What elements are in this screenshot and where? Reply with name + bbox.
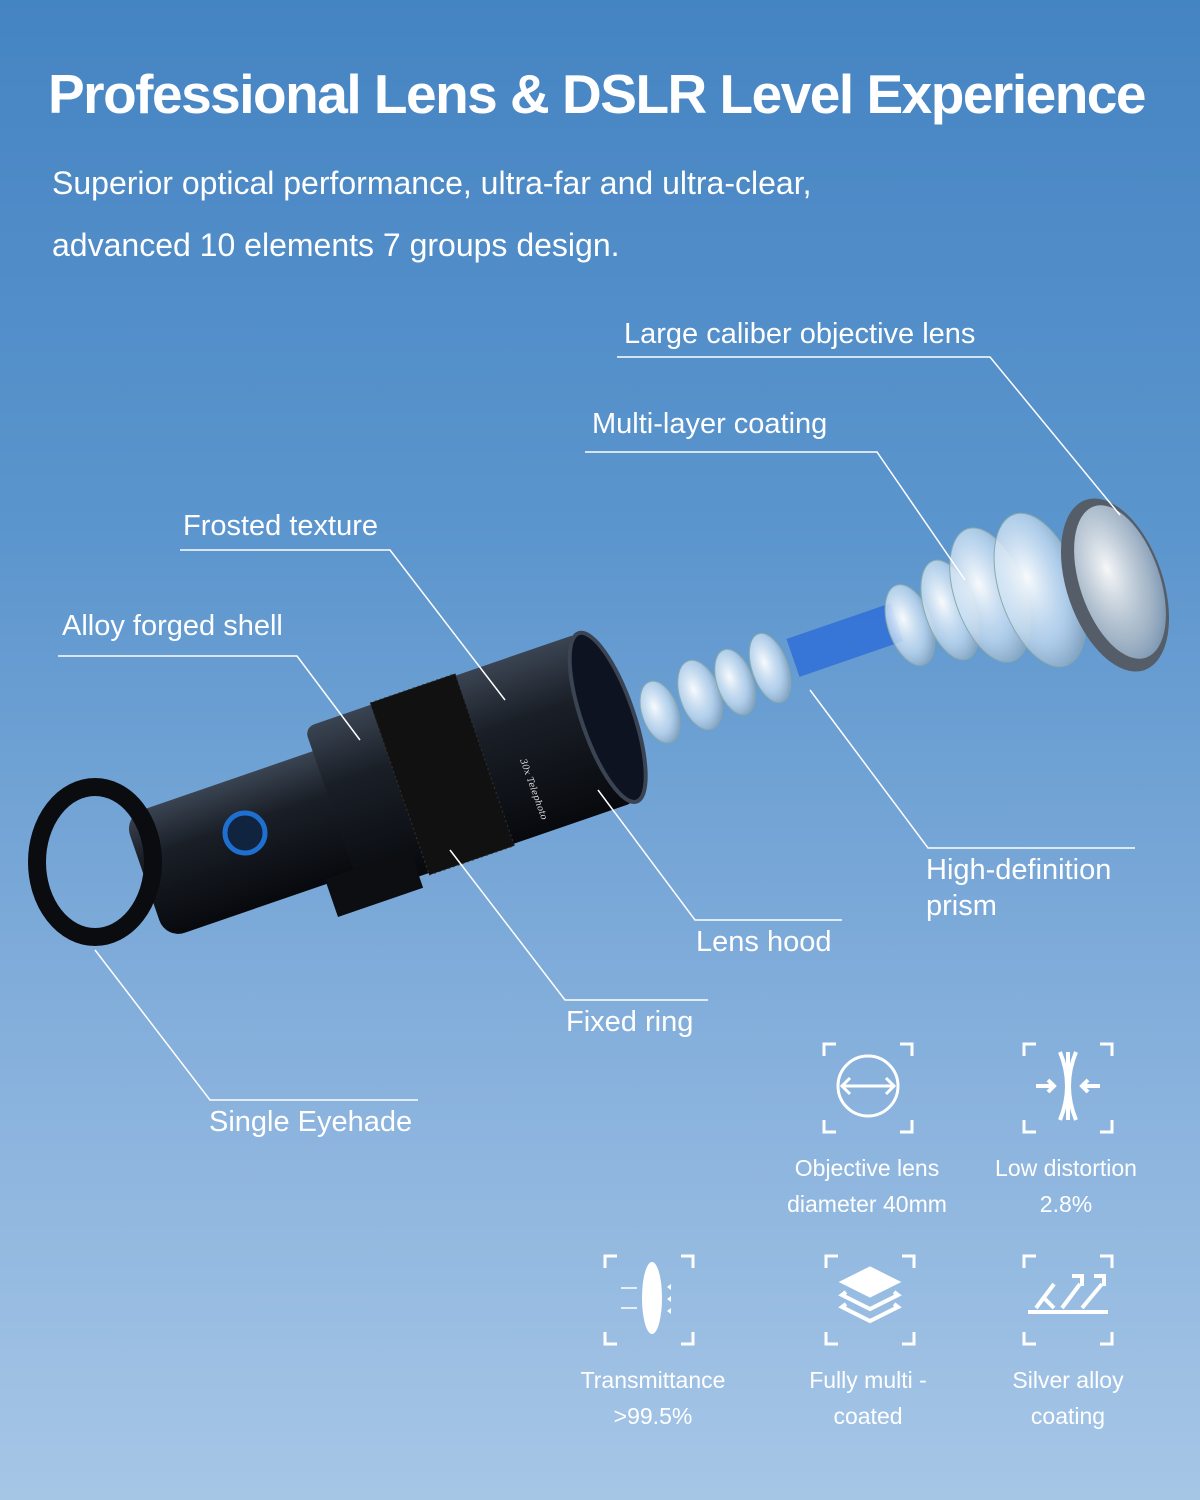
silver-coating-icon [1022,1254,1114,1346]
feature-value: coating [1030,1403,1106,1429]
feature-transmittance: Transmittance >99.5% [553,1362,753,1434]
page-title: Professional Lens & DSLR Level Experienc… [48,63,1146,125]
feature-multi-coated: Fully multi - coated [768,1362,968,1434]
label-alloy: Alloy forged shell [62,610,283,642]
feature-low-distortion: Low distortion 2.8% [966,1150,1166,1222]
feature-label: Transmittance [580,1367,726,1393]
feature-label: Objective lens [794,1155,940,1181]
lens-elements [639,498,1170,744]
feature-value: diameter 40mm [787,1191,947,1217]
label-fixed-ring: Fixed ring [566,1006,694,1038]
low-distortion-icon [1022,1042,1114,1134]
label-large-caliber: Large caliber objective lens [624,318,976,350]
feature-value: coated [833,1403,903,1429]
feature-label: Silver alloy [1012,1367,1124,1393]
label-multi-layer: Multi-layer coating [592,408,828,440]
eyecup [28,778,162,946]
transmittance-icon [603,1254,695,1346]
label-eyehade: Single Eyehade [209,1106,413,1138]
label-frosted: Frosted texture [183,510,379,542]
feature-lens-diameter: Objective lens diameter 40mm [767,1150,967,1222]
feature-value: 2.8% [1039,1191,1093,1217]
lens-diameter-icon [822,1042,914,1134]
prism [786,603,904,677]
subtitle-line-1: Superior optical performance, ultra-far … [52,165,812,201]
label-prism-1: High-definition [926,854,1112,886]
knob [222,810,268,856]
subtitle-line-2: advanced 10 elements 7 groups design. [52,227,620,263]
label-prism-2: prism [926,890,997,922]
feature-label: Fully multi - [809,1367,927,1393]
label-lens-hood: Lens hood [696,926,832,958]
feature-value: >99.5% [613,1403,693,1429]
feature-label: Low distortion [995,1155,1137,1181]
telescope-body [128,630,648,934]
feature-silver-coating: Silver alloy coating [968,1362,1168,1434]
layers-icon [824,1254,916,1346]
callout-lines [58,356,1135,1101]
